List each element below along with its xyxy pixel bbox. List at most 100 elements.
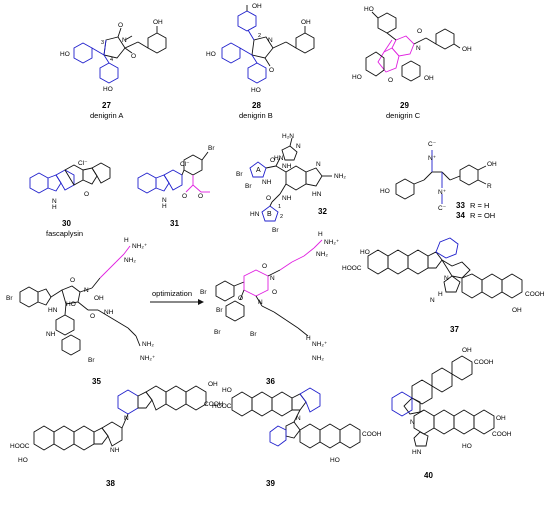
atom-label: OH: [496, 415, 506, 422]
atom-label: OH: [512, 307, 522, 314]
atom-label: NH: [104, 309, 114, 316]
ring-number: 2: [258, 33, 261, 39]
atom-label: COOH: [492, 431, 512, 438]
atom-label: N⁺: [438, 189, 447, 196]
atom-label: COOH: [474, 359, 494, 366]
atom-label: H: [438, 291, 443, 298]
atom-label: OH: [208, 381, 218, 388]
atom-label: Br: [272, 227, 279, 234]
atom-label: O: [238, 295, 243, 302]
atom-label: N: [444, 275, 449, 282]
atom-label: HO: [18, 457, 28, 464]
atom-label: HOOC: [10, 443, 30, 450]
atom-label: N: [416, 45, 421, 52]
compound-number-32: 32: [318, 207, 327, 216]
atom-label: H₂N: [282, 133, 294, 140]
atom-label: OH: [94, 295, 104, 302]
compound-name-29: denigrin C: [386, 111, 421, 120]
compound-number-34: 34: [456, 211, 465, 220]
compound-number-38: 38: [106, 479, 115, 488]
atom-label: O: [269, 67, 274, 74]
structure-37: [367, 237, 523, 299]
atom-label: Cl⁻: [180, 161, 190, 168]
atom-label: N: [268, 37, 273, 44]
atom-label: O: [270, 157, 275, 164]
atom-label: N: [162, 197, 167, 204]
structure-40: [391, 355, 495, 447]
ring-number: 1: [278, 204, 281, 210]
atom-label: O: [272, 289, 277, 296]
ring-number: 3: [101, 40, 104, 46]
atom-label: NH₂⁺: [132, 243, 148, 250]
compound-name-27: denigrin A: [90, 111, 123, 120]
atom-label: NH: [262, 179, 272, 186]
atom-label: HOOC: [342, 265, 362, 272]
ring-label: B: [267, 211, 272, 218]
compound-number-29: 29: [400, 101, 409, 110]
atom-label: O: [388, 77, 393, 84]
atom-label: COOH: [362, 431, 382, 438]
ring-number: 2: [280, 214, 283, 220]
structure-30: [29, 162, 111, 194]
atom-label: OH: [424, 75, 434, 82]
atom-label: OH: [301, 19, 311, 26]
atom-label: HOOC: [212, 403, 232, 410]
atom-label: COOH: [525, 291, 545, 298]
atom-label: C⁻: [438, 205, 447, 212]
atom-label: N: [124, 415, 129, 422]
arrow-label: optimization: [152, 289, 192, 298]
substituent-34: R = OH: [470, 211, 495, 220]
atom-label: Br: [250, 331, 257, 338]
atom-label: HO: [364, 6, 374, 13]
atom-label: O: [417, 28, 422, 35]
compound-number-27: 27: [102, 101, 111, 110]
atom-label: N: [270, 275, 275, 282]
atom-label: OH: [252, 3, 262, 10]
atom-label: O: [131, 53, 136, 60]
atom-label: N: [84, 287, 89, 294]
atom-label: HO: [222, 387, 232, 394]
atom-label: N: [52, 198, 57, 205]
atom-label: O: [198, 193, 203, 200]
compound-number-35: 35: [92, 377, 101, 386]
atom-label: NH₂: [124, 257, 136, 264]
atom-label: NH: [110, 447, 120, 454]
atom-label: Cl⁻: [78, 160, 88, 167]
atom-label: N: [296, 415, 301, 422]
atom-label: NH₂⁺: [140, 355, 156, 362]
compound-number-30: 30: [62, 219, 71, 228]
atom-label: HO: [462, 443, 472, 450]
ring-number: 4: [110, 57, 113, 63]
atom-label: H: [52, 204, 57, 211]
atom-label: Br: [88, 357, 95, 364]
atom-label: NH₂: [312, 355, 324, 362]
atom-label: HN: [250, 211, 260, 218]
atom-label: Br: [6, 295, 13, 302]
atom-label: H: [124, 237, 129, 244]
atom-label: H: [306, 335, 311, 342]
atom-label: OH: [462, 347, 472, 354]
atom-label: HN: [412, 449, 422, 456]
structure-32: [249, 137, 332, 222]
atom-label: N: [410, 419, 415, 426]
compound-number-37: 37: [450, 325, 459, 334]
atom-label: O: [70, 277, 75, 284]
atom-label: HO: [60, 51, 70, 58]
atom-label: NH₂: [334, 173, 346, 180]
structure-28: [221, 5, 315, 84]
atom-label: NH: [282, 163, 292, 170]
atom-label: O: [90, 313, 95, 320]
atom-label: HO: [380, 188, 390, 195]
atom-label: HO: [251, 87, 261, 94]
atom-label: HO: [360, 249, 370, 256]
compound-number-39: 39: [266, 479, 275, 488]
atom-label: HO: [66, 301, 76, 308]
compound-name-30: fascaplysin: [46, 229, 83, 238]
atom-label: OH: [462, 46, 472, 53]
atom-label: Br: [200, 289, 207, 296]
structure-27: [73, 26, 167, 84]
atom-label: NH₂⁺: [312, 341, 328, 348]
substituent-33: R = H: [470, 201, 489, 210]
atom-label: Br: [236, 171, 243, 178]
atom-label: NH: [46, 331, 56, 338]
